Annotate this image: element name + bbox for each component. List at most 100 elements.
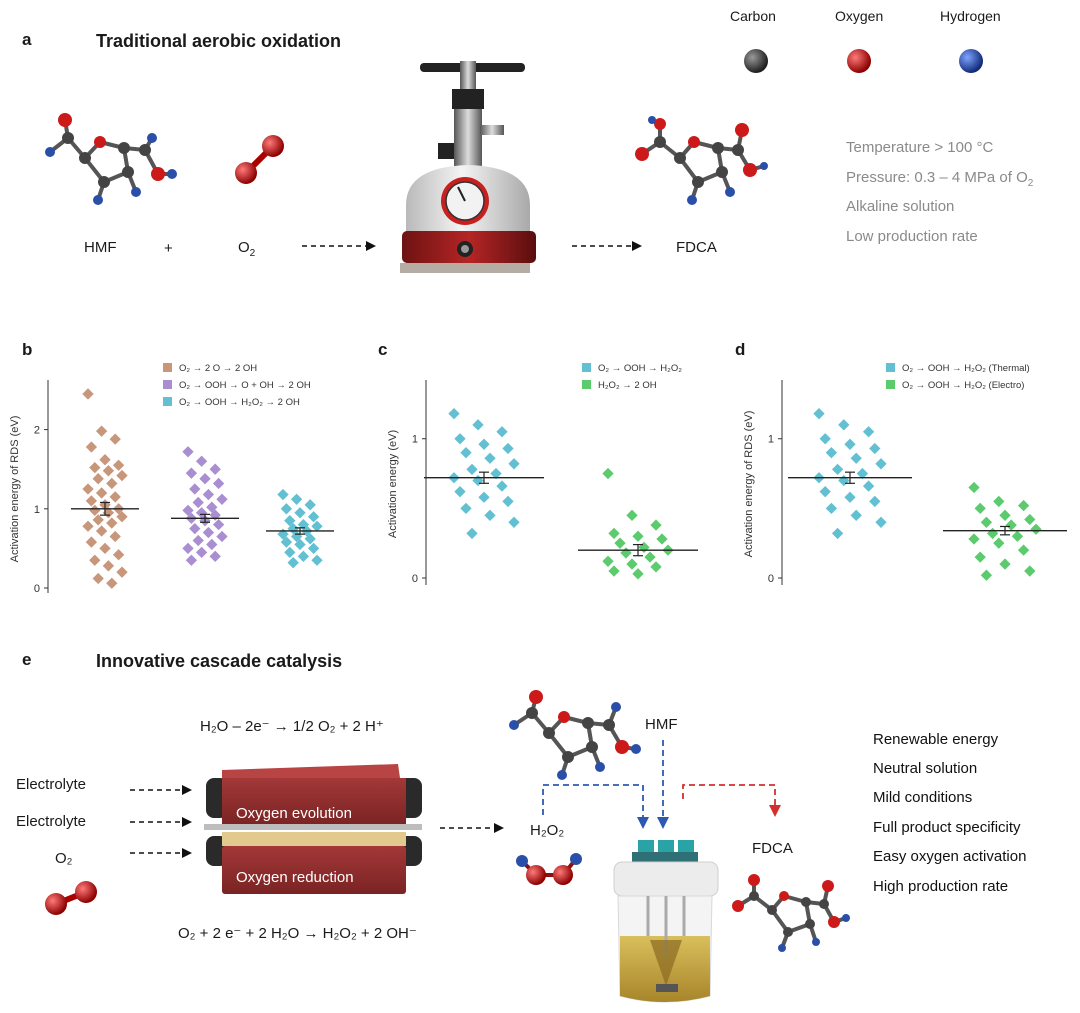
data-point [626,558,638,570]
data-point [974,502,986,515]
data-point [460,447,472,459]
data-point [106,517,118,529]
panel-d-letter: d [735,340,746,359]
data-point [980,516,993,528]
legend-label: O₂ → OOH → H₂O₂ → 2 OH [179,397,300,408]
data-point [831,463,844,476]
panel-c-letter: c [378,340,388,359]
o2-molecule-e [45,881,97,915]
data-point [454,486,466,498]
data-point [85,441,98,453]
data-point [1017,544,1030,556]
data-point [974,551,986,563]
legend-swatch [886,380,895,389]
data-point [819,433,831,445]
condition-pressure: Pressure: 0.3 – 4 MPa of O2 [846,169,1034,189]
data-point [311,520,323,532]
data-point [92,572,104,585]
data-point [284,515,296,527]
data-point [644,551,656,563]
legend-label: O₂ → OOH → H₂O₂ [598,363,682,374]
data-point [112,459,125,471]
data-point [850,509,862,521]
oxygen-sphere [847,49,871,73]
data-point [632,530,644,542]
data-point [192,496,204,509]
data-point [112,549,125,561]
data-point [182,542,194,555]
data-point [856,467,869,480]
data-point [206,538,218,551]
data-point [287,556,299,569]
reactant-label: HMF [84,239,117,256]
data-point [502,495,514,508]
data-point [185,467,198,479]
carbon-label: Carbon [730,8,776,24]
y-axis-label: Activation energy of RDS (eV) [743,411,755,558]
data-point [496,426,508,438]
data-point [466,527,478,540]
data-point [838,419,850,431]
data-point [980,569,993,581]
oxygen-evolution-label: Oxygen evolution [236,805,352,822]
data-point [99,454,111,466]
data-point [460,502,472,515]
legend-label: O₂ → OOH → H₂O₂ (Electro) [902,380,1024,391]
fdca-molecule-e [732,874,850,952]
plus-sign: + [164,240,173,257]
data-point [209,550,221,562]
data-point [195,455,208,467]
data-point [1024,565,1036,577]
data-point [993,495,1005,508]
data-point [280,536,293,548]
data-point [294,507,306,519]
y-axis-label: Activation energy of RDS (eV) [9,416,21,563]
orr-equation: O₂ + 2 e⁻ + 2 H₂O → H₂O₂ + 2 OH⁻ [178,925,417,942]
data-point [216,530,228,543]
legend-label: H₂O₂ → 2 OH [598,380,657,391]
carbon-sphere [744,49,768,73]
legend-label: O₂ → 2 O → 2 OH [179,363,257,374]
data-point [620,547,632,559]
legend-swatch [163,397,172,406]
data-point [182,504,194,517]
data-point [602,555,614,567]
data-point [212,518,225,531]
data-point [116,469,128,482]
data-point [82,520,94,532]
y-tick-label: 0 [34,583,40,595]
data-point [109,491,121,503]
data-point [608,527,620,540]
oxygen-label: Oxygen [835,8,884,24]
data-point [195,546,208,559]
oer-equation: H₂O – 2e⁻ → 1/2 O₂ + 2 H⁺ [200,718,384,735]
input-arrows [130,785,192,858]
data-point [454,433,466,445]
data-point [92,473,104,485]
arrow-to-h2o2 [440,823,504,833]
data-point [297,550,310,562]
data-point [89,554,101,566]
fdca-label-e: FDCA [752,840,793,857]
data-point [311,554,323,566]
data-point [869,495,881,508]
data-point [831,527,844,540]
data-point [216,493,228,505]
data-point [508,516,520,528]
data-point [304,533,316,545]
data-point [1011,530,1024,542]
data-point [82,483,94,495]
data-point [277,488,289,501]
atom-legend: Carbon Oxygen Hydrogen [720,6,1040,76]
data-point [109,530,121,543]
data-point [999,558,1011,570]
data-point [290,493,303,505]
hydrogen-sphere [959,49,983,73]
arrow-to-product [572,241,642,251]
y-tick-label: 1 [34,504,40,516]
data-point [1030,523,1042,535]
data-point [986,527,999,540]
